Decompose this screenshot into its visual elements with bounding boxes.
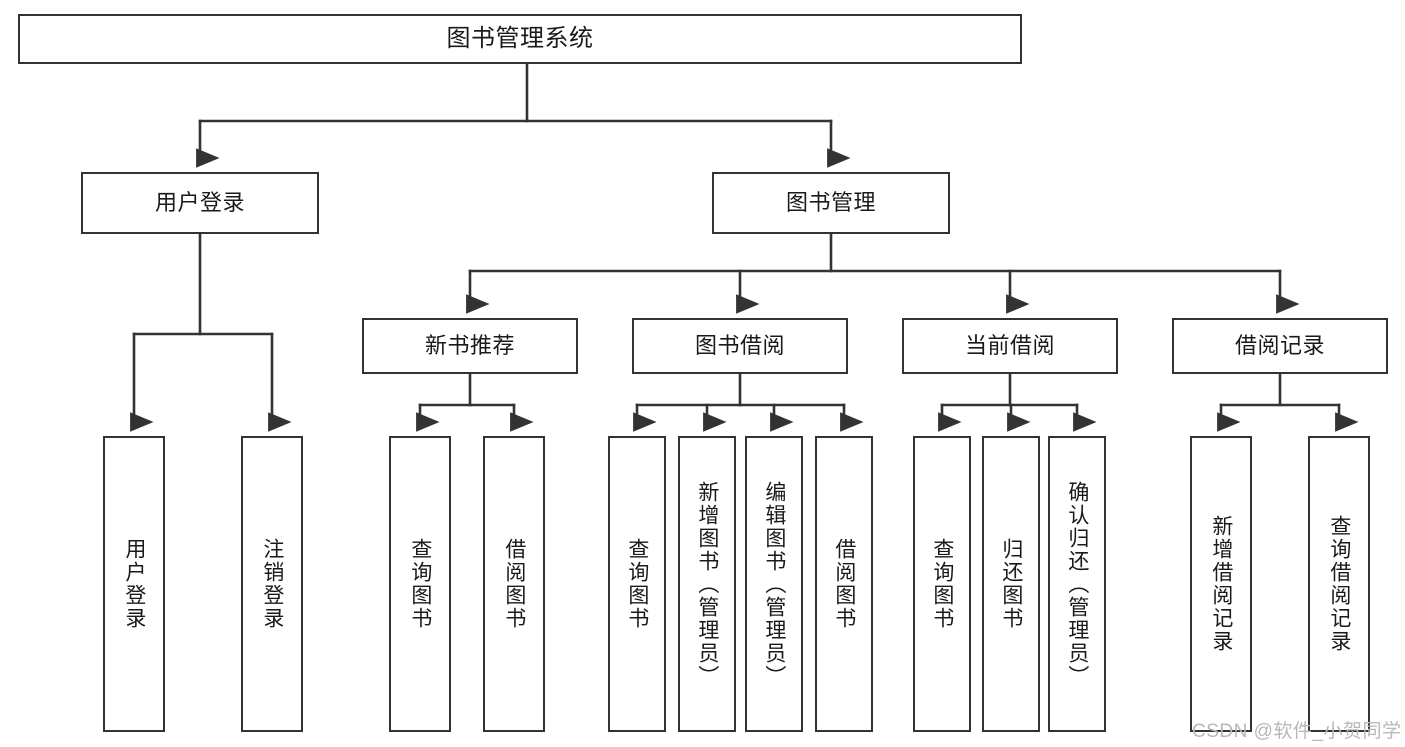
node-leaf-edit-book[interactable]: 编辑图书（管理员） (745, 436, 803, 732)
node-label: 查询图书 (930, 538, 954, 630)
node-label: 图书管理 (785, 189, 876, 215)
node-leaf-add-book[interactable]: 新增图书（管理员） (678, 436, 736, 732)
watermark-text: CSDN @软件_小贺同学 (1192, 721, 1402, 742)
node-leaf-query-book-1[interactable]: 查询图书 (389, 436, 451, 732)
node-leaf-borrow-book-1[interactable]: 借阅图书 (483, 436, 545, 732)
node-new-book-recommend[interactable]: 新书推荐 (362, 318, 578, 374)
node-label: 查询借阅记录 (1327, 515, 1351, 653)
node-label: 图书管理系统 (446, 24, 594, 52)
node-label: 确认归还（管理员） (1065, 480, 1089, 688)
node-label: 借阅图书 (832, 538, 856, 630)
node-leaf-query-book-2[interactable]: 查询图书 (608, 436, 666, 732)
node-label: 新书推荐 (424, 332, 515, 358)
node-leaf-borrow-book-2[interactable]: 借阅图书 (815, 436, 873, 732)
node-label: 借阅记录 (1234, 332, 1325, 358)
node-root-system[interactable]: 图书管理系统 (18, 14, 1022, 64)
node-book-borrow[interactable]: 图书借阅 (632, 318, 848, 374)
node-leaf-query-book-3[interactable]: 查询图书 (913, 436, 971, 732)
node-leaf-logout[interactable]: 注销登录 (241, 436, 303, 732)
node-label: 编辑图书（管理员） (762, 480, 786, 688)
node-label: 用户登录 (122, 538, 146, 630)
node-book-manage[interactable]: 图书管理 (712, 172, 950, 234)
node-leaf-return-book[interactable]: 归还图书 (982, 436, 1040, 732)
node-label: 新增借阅记录 (1209, 515, 1233, 653)
node-current-borrow[interactable]: 当前借阅 (902, 318, 1118, 374)
node-label: 查询图书 (625, 538, 649, 630)
node-label: 图书借阅 (694, 332, 785, 358)
node-label: 新增图书（管理员） (695, 480, 719, 688)
node-borrow-record[interactable]: 借阅记录 (1172, 318, 1388, 374)
node-label: 当前借阅 (964, 332, 1055, 358)
node-label: 注销登录 (260, 538, 284, 630)
node-leaf-add-record[interactable]: 新增借阅记录 (1190, 436, 1252, 732)
node-label: 借阅图书 (502, 538, 526, 630)
node-leaf-user-login[interactable]: 用户登录 (103, 436, 165, 732)
node-label: 用户登录 (154, 189, 245, 215)
node-user-login[interactable]: 用户登录 (81, 172, 319, 234)
node-leaf-query-record[interactable]: 查询借阅记录 (1308, 436, 1370, 732)
node-label: 归还图书 (999, 538, 1023, 630)
node-label: 查询图书 (408, 538, 432, 630)
node-leaf-confirm-return[interactable]: 确认归还（管理员） (1048, 436, 1106, 732)
